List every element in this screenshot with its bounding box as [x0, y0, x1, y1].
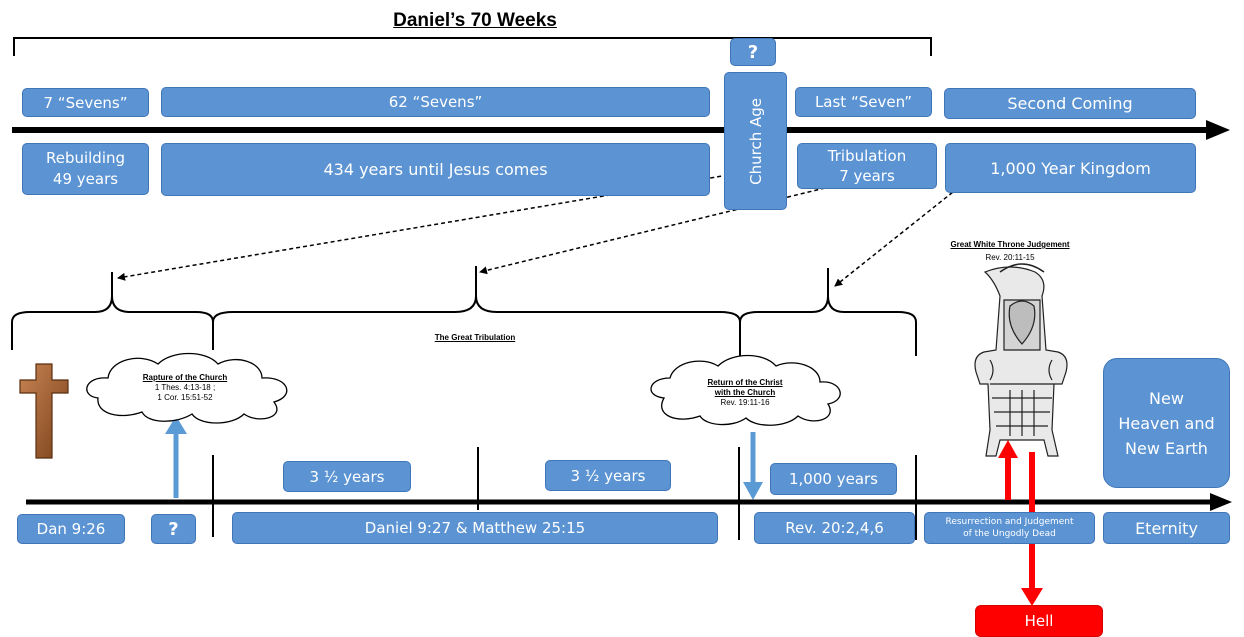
half-years-label-1: 3 ½ years [309, 467, 385, 486]
hell-label: Hell [1024, 612, 1054, 630]
tribulation-years: 7 years [839, 167, 895, 185]
daniel-matthew-box: Daniel 9:27 & Matthew 25:15 [232, 512, 718, 544]
brace-left [11, 272, 214, 350]
rapture-text: Rapture of the Church 1 Thes. 4:13-18 ; … [110, 373, 260, 403]
diagram-title: Daniel’s 70 Weeks [393, 10, 557, 31]
bottom-timeline-arrowhead [1210, 493, 1232, 511]
hell-box: Hell [975, 605, 1103, 637]
white-throne-ref: Rev. 20:11-15 [985, 253, 1035, 262]
dashed-arrow-kingdom [834, 187, 959, 287]
resurrection-box: Resurrection and Judgement of the Ungodl… [924, 512, 1095, 544]
brace-middle [212, 266, 741, 356]
bottom-question-box: ? [151, 514, 196, 544]
dashed-arrow-church [117, 174, 729, 281]
tribulation-label: Tribulation [827, 147, 907, 165]
question-mark: ? [747, 41, 759, 63]
half-years-label-2: 3 ½ years [570, 466, 646, 485]
rebuilding-box: Rebuilding 49 years [22, 143, 149, 195]
great-tribulation-label: The Great Tribulation [434, 333, 516, 342]
half-years-box-2: 3 ½ years [545, 460, 671, 491]
rapture-ref2: 1 Cor. 15:51-52 [157, 393, 213, 402]
eternity-label: Eternity [1135, 518, 1198, 538]
seven-sevens-label: 7 “Sevens” [43, 93, 128, 112]
years-until-jesus-box: 434 years until Jesus comes [161, 143, 710, 196]
rapture-cloud [86, 352, 288, 424]
daniel-matthew-label: Daniel 9:27 & Matthew 25:15 [364, 519, 586, 537]
seven-sevens-box: 7 “Sevens” [22, 88, 149, 117]
thousand-years-label: 1,000 years [789, 470, 878, 488]
new-heaven-box: New Heaven and New Earth [1103, 358, 1230, 488]
return-ref: Rev. 19:11-16 [720, 398, 770, 407]
return-title-1: Return of the Christ [707, 378, 783, 387]
last-seven-label: Last “Seven” [814, 93, 913, 111]
rapture-title: Rapture of the Church [142, 373, 228, 382]
top-question-box: ? [730, 38, 776, 66]
kingdom-box: 1,000 Year Kingdom [945, 143, 1196, 193]
rebuilding-years: 49 years [52, 170, 119, 188]
half-years-box-1: 3 ½ years [283, 461, 411, 492]
new-heaven-label: New Heaven and New Earth [1118, 388, 1215, 458]
rev20-box: Rev. 20:2,4,6 [754, 512, 915, 544]
return-title-2: with the Church [714, 388, 776, 397]
brace-right [739, 268, 917, 356]
last-seven-box: Last “Seven” [795, 87, 932, 117]
church-age-box: Church Age [724, 72, 787, 210]
resurrection-line-1: Resurrection and Judgement [945, 517, 1074, 527]
dan926-label: Dan 9:26 [36, 520, 106, 538]
bottom-question-mark: ? [168, 518, 179, 540]
sixty-two-sevens-box: 62 “Sevens” [161, 87, 710, 117]
kingdom-label: 1,000 Year Kingdom [990, 158, 1151, 178]
rev20-label: Rev. 20:2,4,6 [785, 519, 884, 537]
sixty-two-sevens-label: 62 “Sevens” [388, 93, 483, 111]
top-timeline-arrowhead [1206, 120, 1230, 140]
dan926-box: Dan 9:26 [17, 514, 125, 544]
thousand-years-box: 1,000 years [770, 463, 897, 495]
white-throne-title: Great White Throne Judgement [950, 240, 1070, 249]
resurrection-line-2: of the Ungodly Dead [963, 529, 1056, 539]
return-text: Return of the Christ with the Church Rev… [670, 378, 820, 408]
eternity-box: Eternity [1103, 512, 1230, 544]
rebuilding-label: Rebuilding [45, 149, 126, 167]
years-until-jesus-label: 434 years until Jesus comes [323, 160, 548, 179]
second-coming-label: Second Coming [1007, 94, 1133, 113]
throne-icon [974, 263, 1068, 457]
second-coming-box: Second Coming [944, 88, 1196, 119]
tribulation-box: Tribulation 7 years [797, 143, 937, 189]
top-bracket [13, 37, 932, 56]
church-age-label: Church Age [746, 97, 765, 185]
return-cloud [650, 354, 841, 426]
cross-icon [19, 363, 69, 459]
rapture-ref1: 1 Thes. 4:13-18 ; [154, 383, 216, 392]
